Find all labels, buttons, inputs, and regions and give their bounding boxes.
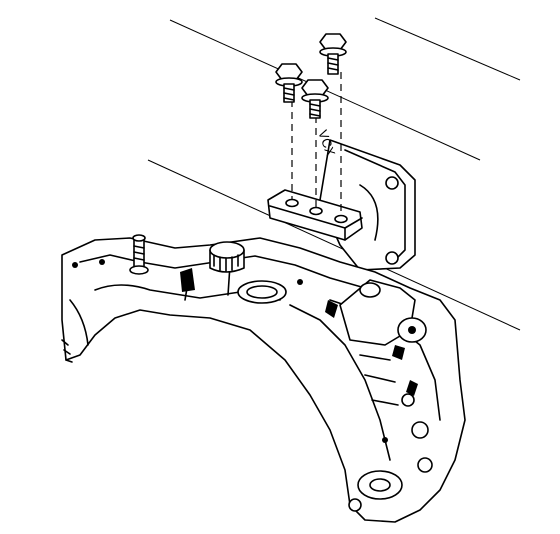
stud-icon [129, 234, 149, 275]
bolt-right-icon [319, 33, 347, 75]
embossed-marking: VCX [315, 128, 338, 159]
bolt-left-icon [275, 63, 303, 103]
alignment-lines [291, 72, 342, 216]
bolt-center-icon [301, 79, 329, 119]
transmission-housing-icon [61, 237, 466, 523]
mount-bracket-plate-icon [267, 189, 363, 241]
filler-cap-icon [209, 241, 245, 273]
